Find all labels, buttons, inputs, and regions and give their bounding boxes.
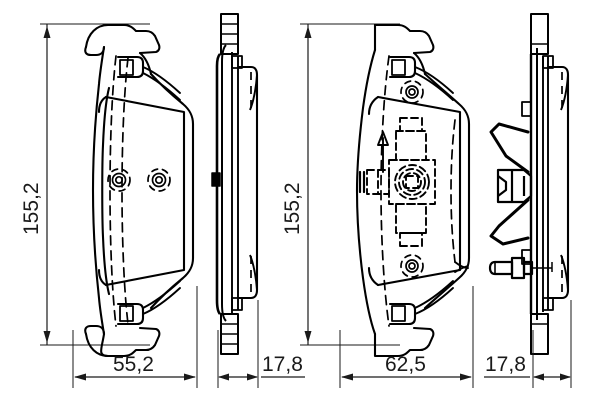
dimension-width-pad-right: 62,5 — [341, 353, 472, 381]
wear-sensor-terminal-side — [488, 256, 553, 280]
dimension-thickness-pad-left: 17,8 — [218, 353, 305, 381]
spring-clip-upper — [489, 122, 530, 174]
extension-lines-width-right — [339, 286, 474, 388]
extension-lines-width-left — [72, 286, 198, 388]
rivet-hole-upper — [107, 168, 131, 192]
rivet-hole-lower-right — [400, 254, 424, 278]
view-front-pad-left — [84, 23, 195, 358]
dimension-label-height-left: 155,2 — [20, 182, 43, 235]
view-side-pad-right — [488, 13, 570, 355]
dimension-width-pad-left: 55,2 — [74, 353, 196, 381]
spring-clip-body — [496, 168, 533, 204]
view-side-pad-left — [211, 13, 259, 355]
dimension-thickness-pad-right: 17,8 — [484, 353, 571, 381]
dimension-label-width-pad-right: 62,5 — [385, 353, 426, 376]
wear-sensor-terminal — [358, 170, 366, 194]
rivet-hole-lower — [147, 168, 171, 192]
dimension-label-thickness-pad-right: 17,8 — [485, 353, 526, 376]
dimension-height-left: 155,2 — [20, 23, 150, 346]
dimension-label-width-pad-left: 55,2 — [113, 353, 154, 376]
dimension-height-right: 155,2 — [281, 23, 400, 346]
dimension-label-thickness-pad-left: 17,8 — [262, 353, 303, 376]
direction-up-arrow — [377, 131, 389, 173]
spring-clip-lower — [489, 198, 530, 246]
rivet-hole-upper-right — [400, 80, 424, 104]
extension-lines-thickness-left — [217, 300, 259, 388]
wear-sensor-assembly — [366, 117, 436, 247]
extension-lines-thickness-right — [532, 300, 572, 388]
dimension-label-height-right: 155,2 — [281, 182, 304, 235]
view-front-pad-right — [355, 23, 471, 358]
